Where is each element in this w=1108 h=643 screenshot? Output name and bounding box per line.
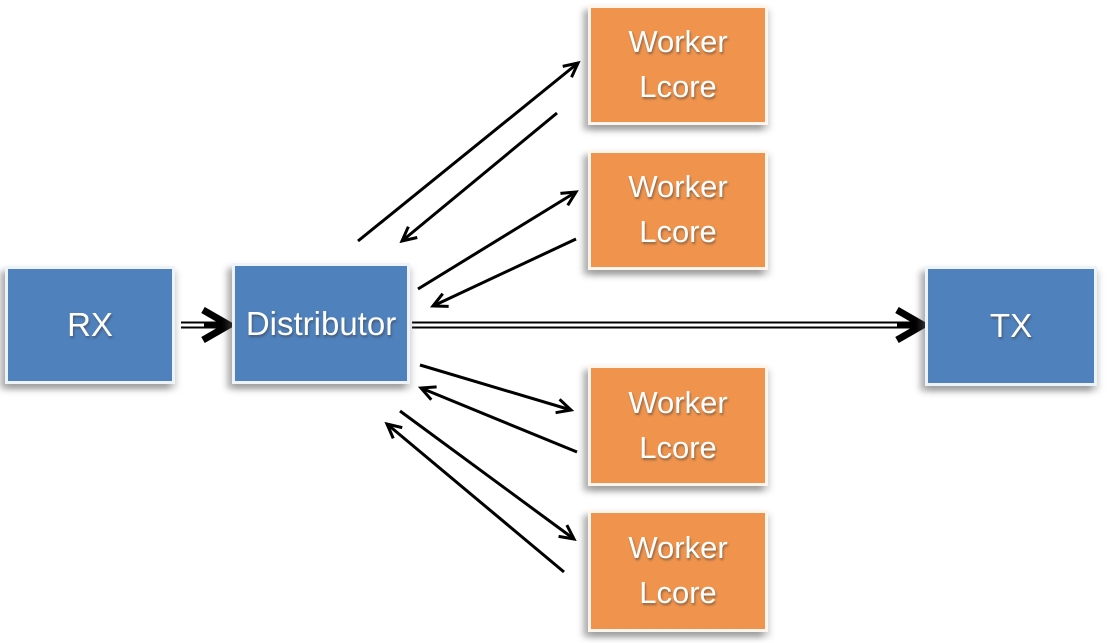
node-worker-lcore-3: Worker Lcore <box>588 365 768 486</box>
arrow-worker4-to-distributor <box>384 421 565 574</box>
arrow-distributor-to-worker3 <box>419 363 575 415</box>
node-worker-lcore-4: Worker Lcore <box>588 510 768 632</box>
node-rx-label: RX <box>67 306 113 344</box>
arrow-worker2-to-distributor <box>429 237 577 308</box>
node-tx-label: TX <box>989 307 1033 345</box>
node-tx: TX <box>925 266 1097 386</box>
node-worker-lcore-3-label: Worker Lcore <box>628 384 728 465</box>
node-worker-lcore-4-label: Worker Lcore <box>628 530 728 610</box>
node-worker-lcore-2-label: Worker Lcore <box>628 169 728 249</box>
arrow-distributor-to-worker2 <box>417 190 579 291</box>
node-rx: RX <box>5 266 175 384</box>
node-worker-lcore-1-label: Worker Lcore <box>628 24 728 104</box>
node-distributor-label: Distributor <box>245 304 397 342</box>
arrow-worker1-to-distributor <box>399 111 558 244</box>
node-distributor: Distributor <box>232 263 410 384</box>
arrow-worker3-to-distributor <box>417 385 578 454</box>
node-worker-lcore-1: Worker Lcore <box>588 5 768 125</box>
node-worker-lcore-2: Worker Lcore <box>588 150 768 270</box>
arrow-distributor-to-worker1 <box>357 60 581 243</box>
arrow-distributor-to-worker4 <box>399 409 577 541</box>
